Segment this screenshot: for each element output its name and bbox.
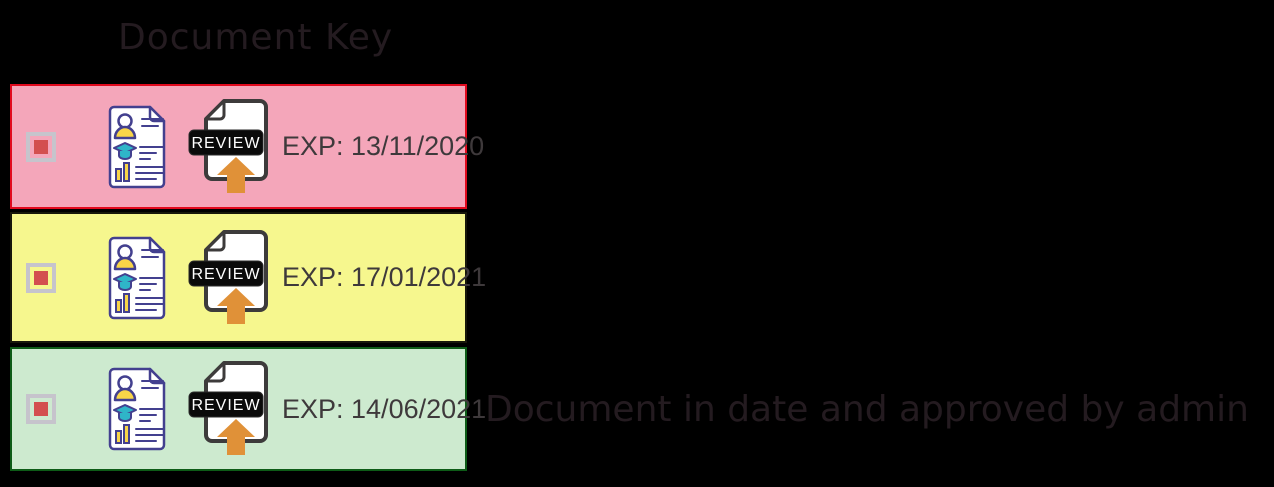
upload-arrow-icon [217, 419, 255, 455]
checkbox-fill [34, 270, 48, 285]
review-upload-icon: REVIEW [188, 359, 274, 459]
document-status-row: REVIEW EXP: 17/01/2021 [10, 212, 486, 343]
row-description-label: Document in date and approved by admin [485, 388, 1249, 430]
review-badge-label: REVIEW [191, 266, 260, 283]
review-badge-label: REVIEW [191, 397, 260, 414]
expiry-date-label: EXP: 17/01/2021 [282, 262, 487, 292]
expiry-date-label: EXP: 14/06/2021 [282, 393, 487, 424]
checkbox-icon[interactable] [26, 394, 56, 424]
review-upload-icon: REVIEW [188, 228, 274, 328]
cv-document-icon [106, 105, 170, 189]
legend-row-approved: REVIEW EXP: 14/06/2021 Document in date … [10, 347, 1249, 471]
cv-document-icon [106, 236, 170, 320]
review-badge-label: REVIEW [191, 135, 260, 152]
legend-row-expired: REVIEW EXP: 13/11/2020 [10, 84, 485, 209]
review-upload-icon: REVIEW [188, 97, 274, 197]
expiry-date-label: EXP: 13/11/2020 [282, 131, 485, 161]
document-status-row: REVIEW EXP: 14/06/2021 [10, 347, 486, 471]
checkbox-icon[interactable] [26, 262, 56, 293]
checkbox-icon[interactable] [26, 131, 56, 162]
upload-arrow-icon [217, 287, 255, 324]
page-title: Document Key [118, 17, 394, 58]
checkbox-fill [34, 139, 48, 154]
legend-row-review: REVIEW EXP: 17/01/2021 [10, 212, 486, 343]
checkbox-fill [34, 402, 48, 416]
cv-document-icon [106, 367, 170, 451]
document-status-row: REVIEW EXP: 13/11/2020 [10, 84, 484, 209]
upload-arrow-icon [217, 156, 255, 193]
